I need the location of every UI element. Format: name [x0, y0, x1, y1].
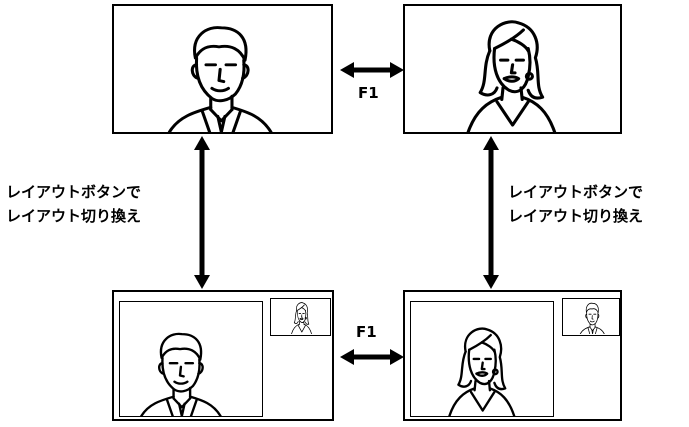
layout-switch-label: レイアウトボタンで レイアウト切り換え	[6, 180, 141, 228]
f1-label: F1	[358, 84, 379, 102]
double-arrow-horizontal-icon	[340, 62, 404, 78]
man-portrait-icon	[160, 20, 278, 132]
layout-switch-label-line2: レイアウト切り換え	[508, 207, 644, 225]
main-picture-area	[119, 301, 263, 417]
woman-portrait-icon	[287, 301, 315, 334]
double-arrow-vertical-icon	[483, 136, 499, 289]
double-arrow-vertical-icon	[194, 136, 210, 289]
layout-switch-label-line1: レイアウトボタンで	[508, 183, 644, 201]
sub-picture-area	[562, 298, 620, 336]
man-portrait-icon	[578, 301, 606, 334]
main-picture-area	[410, 301, 554, 417]
screen-top-right	[403, 4, 622, 134]
woman-portrait-icon	[449, 16, 569, 132]
screen-bottom-right	[403, 290, 622, 421]
woman-portrait-icon	[435, 324, 525, 416]
man-portrait-icon	[134, 328, 226, 416]
f1-label: F1	[356, 323, 377, 341]
sub-picture-area	[270, 298, 331, 336]
layout-switch-label-line1: レイアウトボタンで	[6, 183, 142, 201]
screen-top-left	[112, 4, 333, 134]
layout-switch-label-line2: レイアウト切り換え	[6, 207, 142, 225]
double-arrow-horizontal-icon	[340, 349, 404, 365]
screen-bottom-left	[112, 290, 334, 421]
layout-switch-label: レイアウトボタンで レイアウト切り換え	[508, 180, 643, 228]
